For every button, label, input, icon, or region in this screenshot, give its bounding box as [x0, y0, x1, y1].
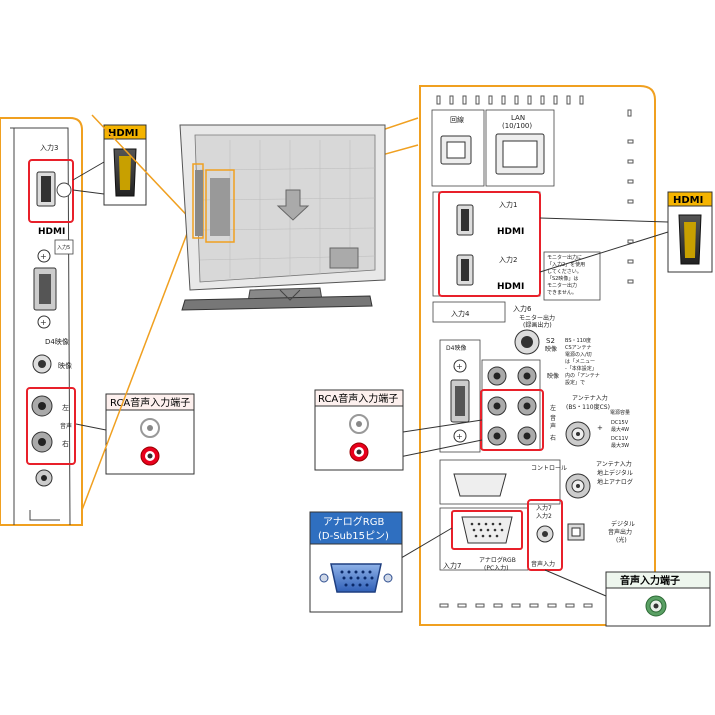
left-l-label: 左: [62, 403, 69, 412]
right-monitor-out2: (録画出力): [523, 321, 552, 329]
right-s2-label: S2: [546, 337, 555, 345]
audio-in-callout: 音声入力端子: [605, 571, 711, 627]
right-hdmi-callout-title: HDMI: [673, 195, 703, 206]
left-callout-lines: [72, 161, 107, 431]
right-rear-panel: 回線 LAN (10/100) 入力1 HDMI 入力2 HDMI モニター出力…: [419, 85, 656, 626]
monitor-note-line: してください。: [547, 268, 582, 275]
right-input4-label: 入力4: [451, 309, 470, 318]
left-audio-highlight: [26, 387, 76, 465]
right-d4-label: D4映像: [446, 344, 466, 352]
left-input3-label: 入力3: [40, 143, 58, 152]
left-video-label: 映像: [58, 361, 72, 370]
bs-note-line: 設定」で: [565, 379, 585, 386]
svg-text:+: +: [40, 252, 47, 261]
right-lan-speed: (10/100): [502, 122, 532, 130]
right-line-label: 回線: [450, 115, 464, 124]
mid-rca-callout: RCA音声入力端子: [314, 389, 404, 471]
svg-text:+: +: [456, 362, 463, 371]
bs-note-line: -「本体設定」: [565, 365, 597, 372]
right-rca-jacks: [487, 366, 537, 446]
right-hdmi-highlight: [438, 191, 541, 297]
analog-rgb-callout: アナログRGB (D-Sub15ピン): [309, 511, 403, 613]
left-audio-label: 音声: [60, 422, 72, 430]
right-audio-input7: 入力7: [536, 504, 552, 512]
bs-note-line: CSアンテナ: [565, 345, 591, 351]
bs-note-line: は「メニュー: [565, 359, 595, 365]
right-audio-input-label: 音声入力: [531, 560, 555, 568]
tv-back-illustration: [81, 114, 419, 511]
right-audio-lr-label: 右: [550, 434, 556, 442]
left-rca-callout: RCA音声入力端子: [105, 393, 195, 475]
right-monitor-out: モニター出力: [519, 314, 555, 322]
right-hdmi-callout: HDMI: [667, 191, 713, 273]
svg-text:+: +: [40, 318, 47, 327]
right-vga-highlight: [451, 510, 523, 550]
bs-note-line: 内の「アンテナ: [565, 372, 600, 379]
right-bs-note: BS・110度 CSアンテナ 電源の入/切 は「メニュー -「本体設定」 内の「…: [565, 337, 600, 386]
right-digital-audio: デジタル: [611, 520, 635, 528]
bs-note-line: BS・110度: [565, 337, 591, 344]
right-dc15: DC15V: [611, 420, 629, 426]
right-audio-lr-label: 音: [550, 414, 556, 422]
right-dc15b: 最大4W: [611, 426, 629, 433]
right-lan-label: LAN: [511, 114, 525, 122]
right-antenna-bs: アンテナ入力: [572, 394, 608, 402]
svg-text:+: +: [456, 432, 463, 441]
left-rca-callout-title: RCA音声入力端子: [110, 396, 190, 409]
mid-rca-callout-title: RCA音声入力端子: [318, 392, 398, 405]
monitor-note-line: モニター出力に: [547, 254, 582, 261]
right-control-port: [453, 473, 507, 497]
analog-rgb-callout-line2: (D-Sub15ピン): [318, 530, 389, 542]
left-hdmi-logo: HDMI: [38, 227, 65, 237]
left-r-label: 右: [62, 439, 69, 448]
right-pc-input-label: (PC入力): [484, 564, 509, 572]
right-dc11b: 最大3W: [611, 442, 629, 449]
left-side-panel: 入力3 HDMI 入力5 + + D4映像 映像 左 音声 右: [0, 117, 83, 526]
right-analog-rgb-label: アナログRGB: [479, 556, 516, 564]
right-input1-label: 入力1: [499, 200, 517, 209]
left-hdmi-callout: HDMI: [103, 124, 147, 206]
right-antenna-terr3: 地上アナログ: [597, 478, 633, 486]
right-input2-label: 入力2: [499, 255, 517, 264]
left-hdmi-highlight: [28, 159, 74, 223]
monitor-note-line: 「入力2」を使用: [547, 261, 585, 268]
right-antenna-terr: アンテナ入力: [596, 460, 632, 468]
right-antenna-bs2: (BS・110度CS): [566, 403, 610, 411]
analog-rgb-callout-line1: アナログRGB: [323, 515, 384, 528]
monitor-note-line: できません。: [547, 289, 577, 296]
right-input7-label: 入力7: [443, 561, 461, 570]
monitor-note-line: モニター出力: [547, 282, 577, 289]
right-audio-input2: 入力2: [536, 512, 552, 520]
left-d4-label: D4映像: [45, 337, 69, 346]
right-power-title: 電源容量: [610, 409, 630, 416]
left-input5-label: 入力5: [57, 244, 70, 251]
right-hdmi1-logo: HDMI: [497, 227, 524, 237]
right-hdmi2-logo: HDMI: [497, 282, 524, 292]
right-antenna-terr2: 地上デジタル: [597, 469, 633, 477]
left-hdmi-callout-title: HDMI: [108, 128, 138, 139]
right-s2-video-label: 映像: [545, 345, 557, 353]
right-video-label: 映像: [547, 372, 559, 380]
right-input6-label: 入力6: [513, 304, 532, 313]
right-digital-audio3: (光): [616, 536, 627, 544]
svg-text:+: +: [597, 424, 603, 432]
right-monitor-note: [543, 251, 601, 301]
right-digital-audio2: 音声出力: [608, 528, 632, 536]
right-audio-lr-label: 左: [550, 404, 556, 412]
right-control-label: コントロール: [531, 465, 567, 472]
right-audio-lr-label: 声: [550, 422, 556, 430]
monitor-note-line: 「S2映像」は: [547, 275, 578, 282]
audio-in-callout-title: 音声入力端子: [620, 574, 680, 587]
right-dc11: DC11V: [611, 436, 629, 442]
bs-note-line: 電源の入/切: [565, 351, 592, 358]
